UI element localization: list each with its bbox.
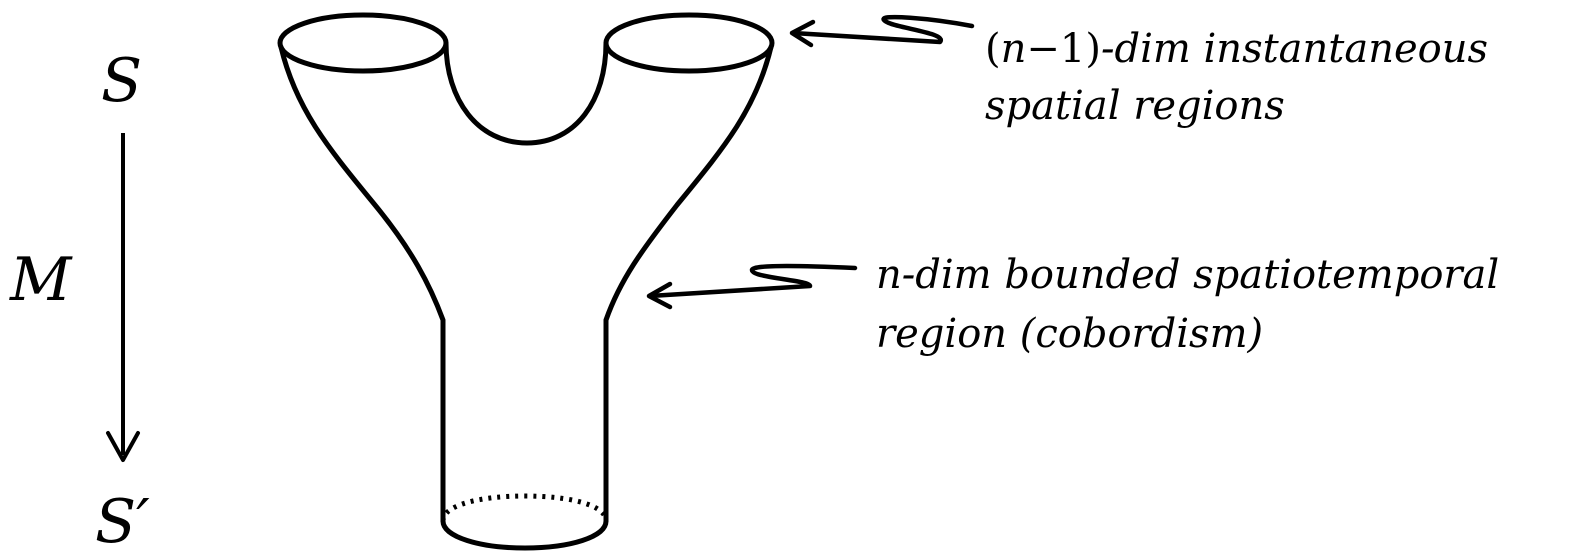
top-annotation-line1: (n−1)-dim instantaneous <box>985 26 1488 72</box>
label-S: S <box>101 46 142 116</box>
top-annotation-arrow <box>790 14 975 45</box>
top-left-boundary-circle <box>277 12 449 74</box>
top-annotation-minus-one: −1) <box>1026 26 1101 72</box>
time-axis: S M S′ <box>9 46 150 554</box>
middle-annotation-arrowhead <box>646 281 673 310</box>
bottom-boundary-back <box>440 493 609 522</box>
right-outer-side <box>603 44 774 524</box>
inner-crotch-arc <box>443 40 609 146</box>
middle-annotation-line2: region (cobordism) <box>876 311 1263 357</box>
top-annotation-n: n <box>1001 26 1027 72</box>
cobordism-surface <box>277 12 775 551</box>
label-M: M <box>9 245 73 315</box>
top-right-boundary-circle <box>603 12 775 74</box>
label-S-prime: S′ <box>95 487 150 554</box>
top-annotation-arrowhead <box>789 19 816 48</box>
middle-annotation-arrow <box>647 263 858 299</box>
time-arrow-head <box>106 431 140 462</box>
left-outer-side <box>278 44 446 524</box>
middle-annotation-line1: n-dim bounded spatiotemporal <box>876 252 1499 298</box>
top-annotation-rest: -dim instantaneous <box>1101 26 1488 72</box>
top-annotation-paren: ( <box>985 26 1001 72</box>
annotation-arrows <box>646 14 975 310</box>
top-annotation-line2: spatial regions <box>985 83 1285 129</box>
annotation-texts: (n−1)-dim instantaneous spatial regions … <box>876 26 1499 357</box>
bottom-boundary-front <box>440 518 609 551</box>
